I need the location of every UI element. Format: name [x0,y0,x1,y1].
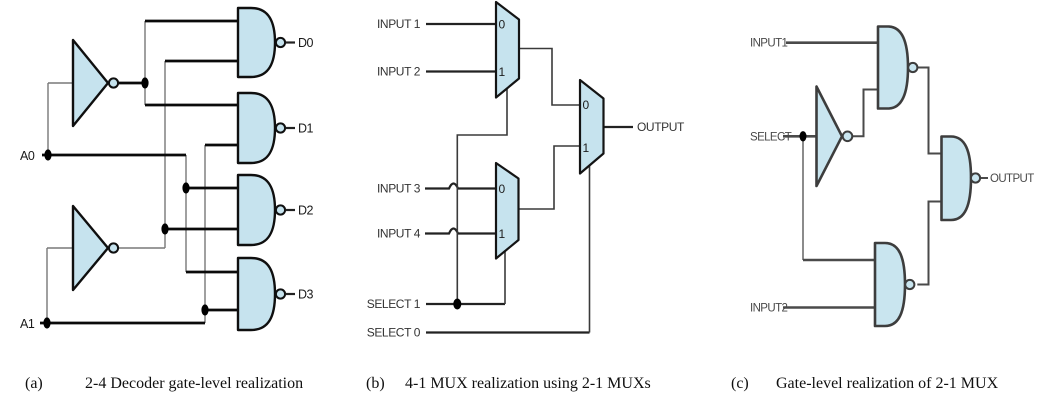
select1-label: SELECT 1 [367,297,421,311]
output-d2-label: D2 [298,204,314,218]
nand-gate-d3-icon [236,256,295,332]
select1-junction-dot [453,298,462,310]
output-d0-label: D0 [298,36,314,50]
input-a1-label: A1 [20,317,35,331]
input-a0-label: A0 [20,149,35,163]
output-d1-label: D1 [298,122,314,136]
mux1-port1-label: 1 [499,65,506,79]
caption-b-tag: (b) [366,375,385,392]
not-gate-a1-icon [71,204,120,292]
caption-b-text: 4-1 MUX realization using 2-1 MUXs [405,375,651,392]
caption-a-text: 2-4 Decoder gate-level realization [85,375,303,392]
input4-label: INPUT 4 [377,227,421,241]
select-label-c: SELECT [750,132,792,144]
panel-b-wires [425,22,633,334]
mux2-port1-label: 1 [499,227,506,241]
nand-gate-d2-icon [236,173,295,247]
panel-a-junction-dots [43,77,209,329]
not-gate-select-icon [815,85,854,188]
input2-label: INPUT 2 [377,65,421,79]
mux3-port1-label: 1 [583,141,590,155]
select0-label: SELECT 0 [367,326,421,340]
caption-c-tag: (c) [731,375,749,392]
mux3-port0-label: 0 [583,98,590,112]
mux3-icon: 0 1 [578,78,605,175]
input1-label: INPUT 1 [377,17,421,31]
captions: (a) 2-4 Decoder gate-level realization (… [25,375,999,392]
nand-gate-d1-icon [236,91,295,165]
input2-label-c: INPUT2 [750,303,788,315]
mux2-port0-label: 0 [499,182,506,196]
output-label-c: OUTPUT [990,173,1034,185]
nand-gate-output-icon [940,135,982,222]
panel-b-mux-tree: 0 1 0 1 0 1 INPUT 1 INPUT 2 INPUT 3 INPU… [367,0,686,340]
select-junction-dot [799,131,807,142]
input1-label-c: INPUT1 [750,38,788,50]
nand-gate-top-icon [876,25,919,110]
panel-b-labels: INPUT 1 INPUT 2 INPUT 3 INPUT 4 SELECT 1… [367,17,686,340]
panel-c-wires [783,41,988,309]
panel-a-wires [40,19,237,325]
mux1-port0-label: 0 [499,18,506,32]
caption-c-text: Gate-level realization of 2-1 MUX [776,375,999,392]
panel-a-decoder: A0 A1 D0 D1 D2 D3 [20,6,314,332]
nand-gate-d0-icon [236,6,295,79]
caption-a-tag: (a) [25,375,43,392]
output-label-b: OUTPUT [637,120,685,134]
mux1-icon: 0 1 [494,0,521,99]
panel-c-mux-gates: INPUT1 SELECT INPUT2 OUTPUT [750,25,1035,328]
output-d3-label: D3 [298,288,314,302]
mux2-icon: 0 1 [494,161,520,260]
nand-gate-bottom-icon [873,241,916,328]
input3-label: INPUT 3 [377,182,421,196]
not-gate-a0-icon [71,38,120,128]
panel-c-labels: INPUT1 SELECT INPUT2 OUTPUT [750,38,1035,315]
panel-a-labels: A0 A1 D0 D1 D2 D3 [20,36,314,331]
